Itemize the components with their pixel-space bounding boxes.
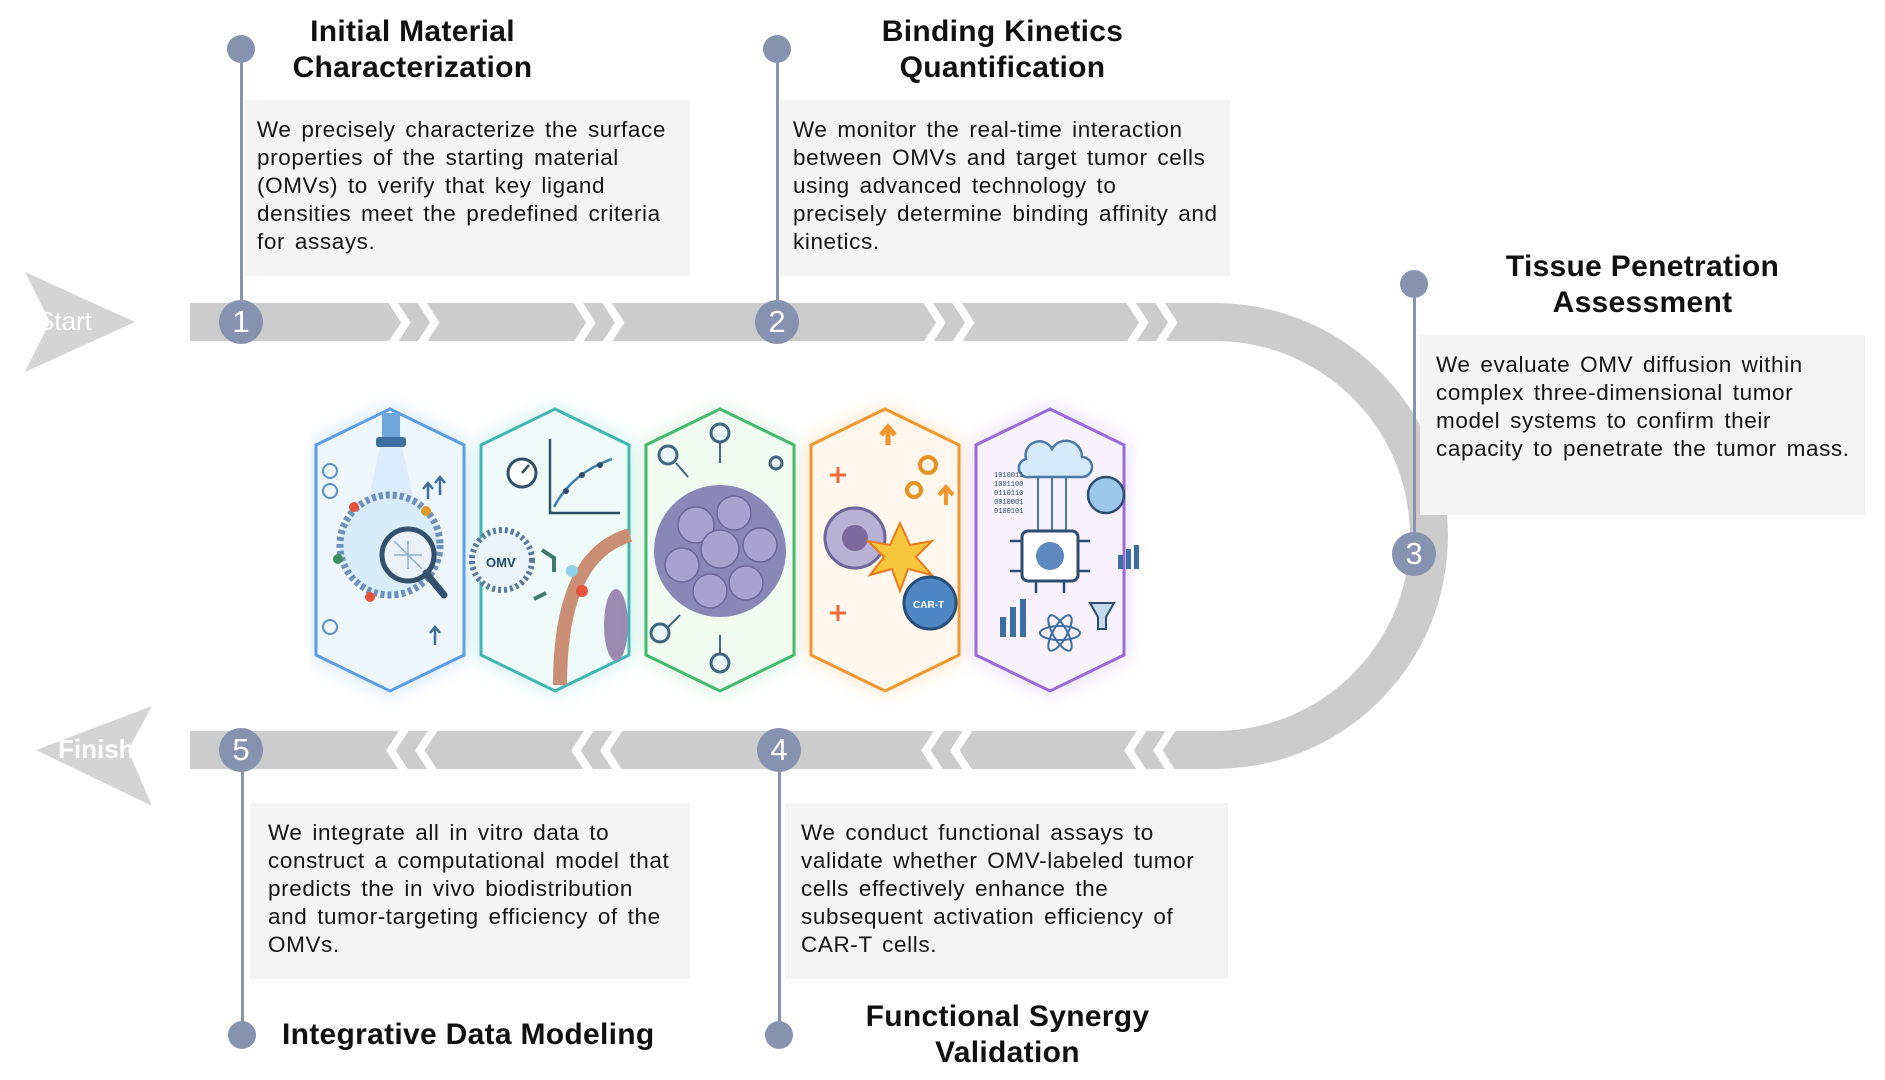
hex-integrative-modeling: 1010011 1001100 0110110 0010001 0100101 [974, 407, 1139, 693]
step-3-badge: 3 [1392, 532, 1436, 576]
finish-arrow-shape [36, 706, 152, 806]
cloud-icon [1017, 439, 1094, 479]
step-5-pin-dot [228, 1021, 256, 1049]
step-4-description: We conduct functional assays to validate… [785, 803, 1228, 979]
step-5-text: We integrate all in vitro data to constr… [268, 820, 670, 957]
step-2-description: We monitor the real-time interaction bet… [780, 100, 1230, 276]
step-4-connector [778, 750, 781, 1035]
chevron-right-icon: ❯❯ [565, 295, 631, 344]
finish-label: Finish [58, 734, 135, 764]
step-5-title: Integrative Data Modeling [282, 1018, 655, 1051]
activation-burst-icon [865, 520, 935, 594]
globe-icon [1086, 475, 1126, 515]
step-3-connector [1413, 284, 1416, 554]
atom-icon [1039, 614, 1081, 652]
car-t-label: CAR-T [913, 600, 944, 611]
step-3-title: Tissue Penetration Assessment [1505, 250, 1780, 319]
step-2-badge: 2 [755, 300, 799, 344]
step-4-badge: 4 [757, 728, 801, 772]
binding-curve-icon [548, 439, 620, 515]
hex-binding-kinetics: OMV [469, 407, 633, 693]
gear-icon [918, 455, 938, 475]
step-4-pin-dot [765, 1021, 793, 1049]
step-1-text: We precisely characterize the surface pr… [257, 117, 666, 254]
chevron-left-icon: ❮❮ [1118, 723, 1184, 772]
binary-line: 1001100 [994, 481, 1023, 489]
step-1-pin-dot [227, 35, 255, 63]
step-1-description: We precisely characterize the surface pr… [245, 100, 690, 276]
omv-vesicle [469, 527, 535, 593]
car-t-cell [902, 575, 958, 631]
hex-tissue-penetration [644, 407, 796, 693]
bar-chart-icon [1000, 545, 1139, 637]
start-arrow-shape [25, 272, 135, 372]
funnel-icon [1088, 602, 1116, 630]
chevron-left-icon: ❮❮ [380, 723, 446, 772]
binary-line: 0110110 [994, 490, 1023, 498]
hex-characterization [314, 407, 466, 693]
binary-line: 0010001 [994, 499, 1023, 507]
step-1-badge: 1 [219, 300, 263, 344]
step-4-title: Functional Synergy Validation [865, 1000, 1150, 1069]
step-2-pin-dot [763, 35, 791, 63]
chevron-right-icon: ❯❯ [915, 295, 981, 344]
checklist-icon [322, 463, 338, 635]
step-5-connector [241, 750, 244, 1035]
step-2-connector [776, 49, 779, 322]
step-3-pin-dot [1400, 270, 1428, 298]
chevron-left-icon: ❮❮ [565, 723, 631, 772]
omv-label: OMV [486, 555, 516, 570]
chevron-left-icon: ❮❮ [915, 723, 981, 772]
step-2-text: We monitor the real-time interaction bet… [793, 117, 1218, 254]
binary-line: 1010011 [994, 472, 1023, 480]
process-illustration: OMV CAR-T [314, 407, 1139, 693]
tumor-cell-membrane [553, 528, 633, 686]
step-5-badge: 5 [219, 728, 263, 772]
step-4-text: We conduct functional assays to validate… [801, 820, 1195, 957]
binary-line: 0100101 [994, 508, 1023, 516]
hex-functional-synergy: CAR-T [809, 407, 961, 693]
chevron-right-icon: ❯❯ [1118, 295, 1184, 344]
step-2-title: Binding Kinetics Quantification [881, 15, 1124, 84]
track-band [190, 303, 1448, 769]
gear-icon [905, 481, 923, 499]
step-3-text: We evaluate OMV diffusion within complex… [1436, 352, 1850, 461]
step-5-description: We integrate all in vitro data to constr… [250, 803, 690, 979]
step-1-title: Initial Material Characterization [292, 15, 533, 84]
chevron-right-icon: ❯❯ [380, 295, 446, 344]
step-3-description: We evaluate OMV diffusion within complex… [1420, 335, 1865, 515]
step-1-connector [240, 49, 243, 322]
start-label: Start [37, 306, 92, 336]
